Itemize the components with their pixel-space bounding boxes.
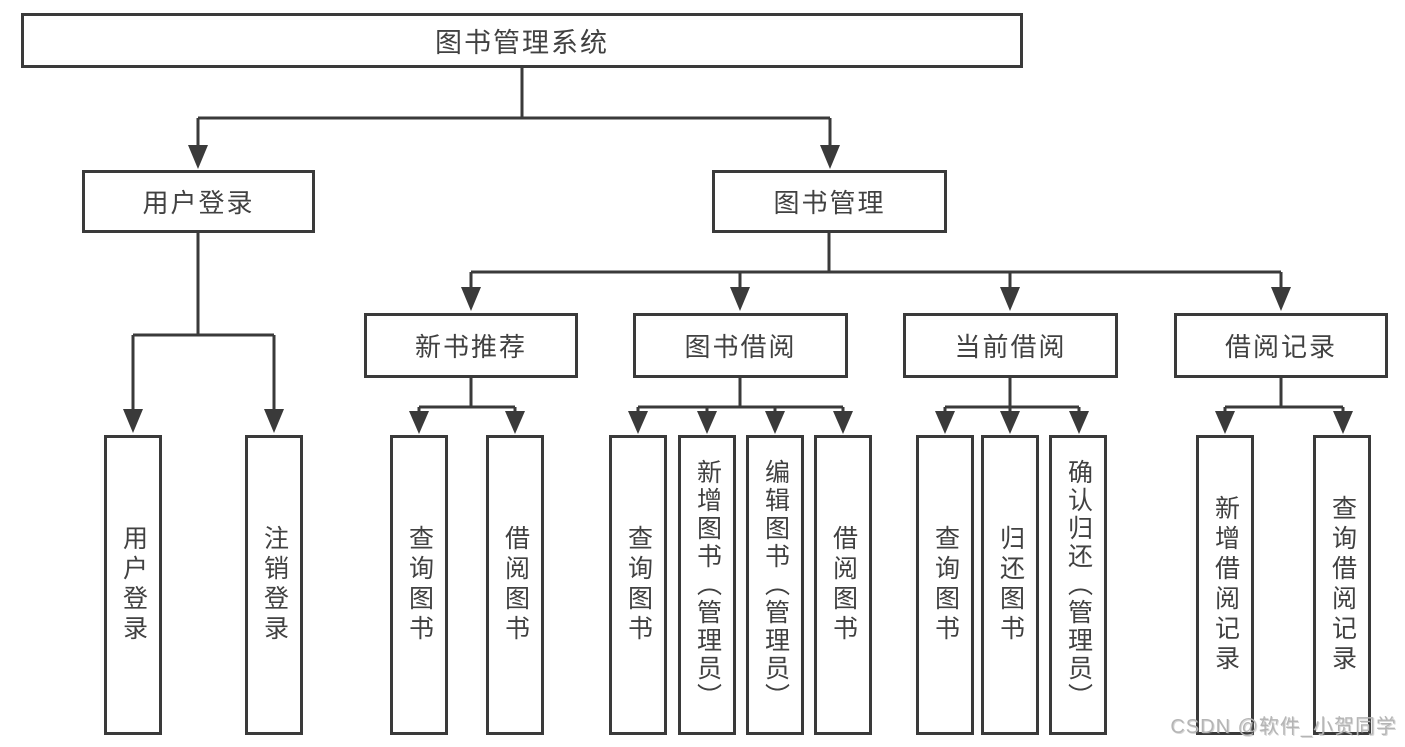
arrowhead-leaf-logout: [264, 409, 284, 433]
arrowhead-leaf-query-books-recommend: [409, 411, 429, 434]
node-leaf-borrow-books: 借阅图书: [814, 435, 872, 735]
arrowhead-new-book-recommend: [461, 287, 481, 311]
node-user-login-label: 用户登录: [142, 188, 255, 218]
arrowhead-leaf-query-books-current: [935, 411, 955, 434]
arrowhead-user-login: [188, 145, 208, 169]
connector-new-book-recommend-children: [417, 377, 517, 413]
arrowhead-leaf-add-borrow-record: [1215, 411, 1235, 434]
node-leaf-return-books-label: 归还图书: [996, 525, 1025, 645]
node-book-management-label: 图书管理: [773, 188, 886, 218]
arrowhead-book-management: [820, 145, 840, 169]
arrowhead-leaf-return-books: [1000, 411, 1020, 434]
node-leaf-query-books-borrow-label: 查询图书: [624, 525, 653, 645]
node-leaf-borrow-books-label: 借阅图书: [829, 525, 858, 645]
node-leaf-add-borrow-record-label: 新增借阅记录: [1211, 495, 1240, 675]
node-root-label: 图书管理系统: [435, 28, 609, 58]
node-current-borrowing: 当前借阅: [903, 313, 1118, 378]
node-leaf-logout: 注销登录: [245, 435, 303, 735]
node-leaf-query-borrow-record-label: 查询借阅记录: [1328, 495, 1357, 675]
node-leaf-query-books-current: 查询图书: [916, 435, 974, 735]
node-leaf-query-borrow-record: 查询借阅记录: [1313, 435, 1371, 735]
node-current-borrowing-label: 当前借阅: [954, 332, 1067, 362]
node-leaf-confirm-return-admin-label: 确认归还（管理员）: [1064, 459, 1093, 711]
connector-borrowing-records-children: [1223, 377, 1345, 413]
node-leaf-user-login-label: 用户登录: [119, 525, 148, 645]
connector-root-to-level2: [196, 68, 832, 148]
node-leaf-add-books-admin-label: 新增图书（管理员）: [693, 459, 722, 711]
node-leaf-query-books-borrow: 查询图书: [609, 435, 667, 735]
arrowhead-leaf-user-login: [123, 409, 143, 433]
node-book-borrowing: 图书借阅: [633, 313, 848, 378]
node-leaf-query-books-recommend: 查询图书: [390, 435, 448, 735]
node-leaf-confirm-return-admin: 确认归还（管理员）: [1049, 435, 1107, 735]
node-leaf-logout-label: 注销登录: [260, 525, 289, 645]
arrowhead-borrowing-records: [1271, 287, 1291, 311]
node-leaf-query-books-recommend-label: 查询图书: [405, 525, 434, 645]
node-root: 图书管理系统: [21, 13, 1023, 68]
node-leaf-add-borrow-record: 新增借阅记录: [1196, 435, 1254, 735]
node-leaf-edit-books-admin-label: 编辑图书（管理员）: [761, 459, 790, 711]
node-leaf-add-books-admin: 新增图书（管理员）: [678, 435, 736, 735]
watermark-text: CSDN @软件_小贺同学: [1170, 716, 1397, 738]
node-leaf-return-books: 归还图书: [981, 435, 1039, 735]
node-book-management: 图书管理: [712, 170, 947, 233]
node-leaf-borrow-books-recommend-label: 借阅图书: [501, 525, 530, 645]
arrowhead-leaf-edit-books-admin: [765, 411, 785, 434]
arrowhead-current-borrowing: [1000, 287, 1020, 311]
connector-book-management-children: [469, 233, 1283, 289]
node-book-borrowing-label: 图书借阅: [684, 332, 797, 362]
connector-book-borrowing-children: [636, 377, 845, 413]
node-leaf-borrow-books-recommend: 借阅图书: [486, 435, 544, 735]
connector-current-borrowing-children: [943, 377, 1081, 413]
node-leaf-edit-books-admin: 编辑图书（管理员）: [746, 435, 804, 735]
arrowhead-book-borrowing: [730, 287, 750, 311]
node-new-book-recommend: 新书推荐: [364, 313, 578, 378]
arrowhead-leaf-borrow-books-recommend: [505, 411, 525, 434]
arrowhead-leaf-add-books-admin: [697, 411, 717, 434]
node-leaf-user-login: 用户登录: [104, 435, 162, 735]
node-leaf-query-books-current-label: 查询图书: [931, 525, 960, 645]
arrowhead-leaf-borrow-books: [833, 411, 853, 434]
node-borrowing-records: 借阅记录: [1174, 313, 1388, 378]
node-new-book-recommend-label: 新书推荐: [414, 332, 527, 362]
connector-user-login-children: [131, 233, 276, 411]
arrowhead-leaf-query-borrow-record: [1333, 411, 1353, 434]
node-user-login: 用户登录: [82, 170, 315, 233]
node-borrowing-records-label: 借阅记录: [1224, 332, 1337, 362]
arrowhead-leaf-query-books-borrow: [628, 411, 648, 434]
arrowhead-leaf-confirm-return-admin: [1069, 411, 1089, 434]
